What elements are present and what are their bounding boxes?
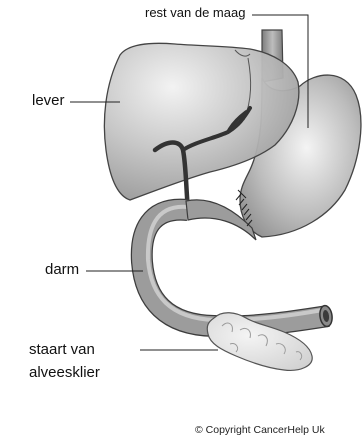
label-pancreas-tail: staart van alveesklier (29, 338, 100, 384)
copyright-notice: © Copyright CancerHelp Uk (195, 424, 325, 436)
label-stomach-remnant: rest van de maag (145, 5, 245, 20)
label-pancreas-line2: alveesklier (29, 361, 100, 384)
label-pancreas-line1: staart van (29, 338, 100, 361)
label-liver: lever (32, 92, 65, 109)
label-intestine: darm (45, 261, 79, 278)
